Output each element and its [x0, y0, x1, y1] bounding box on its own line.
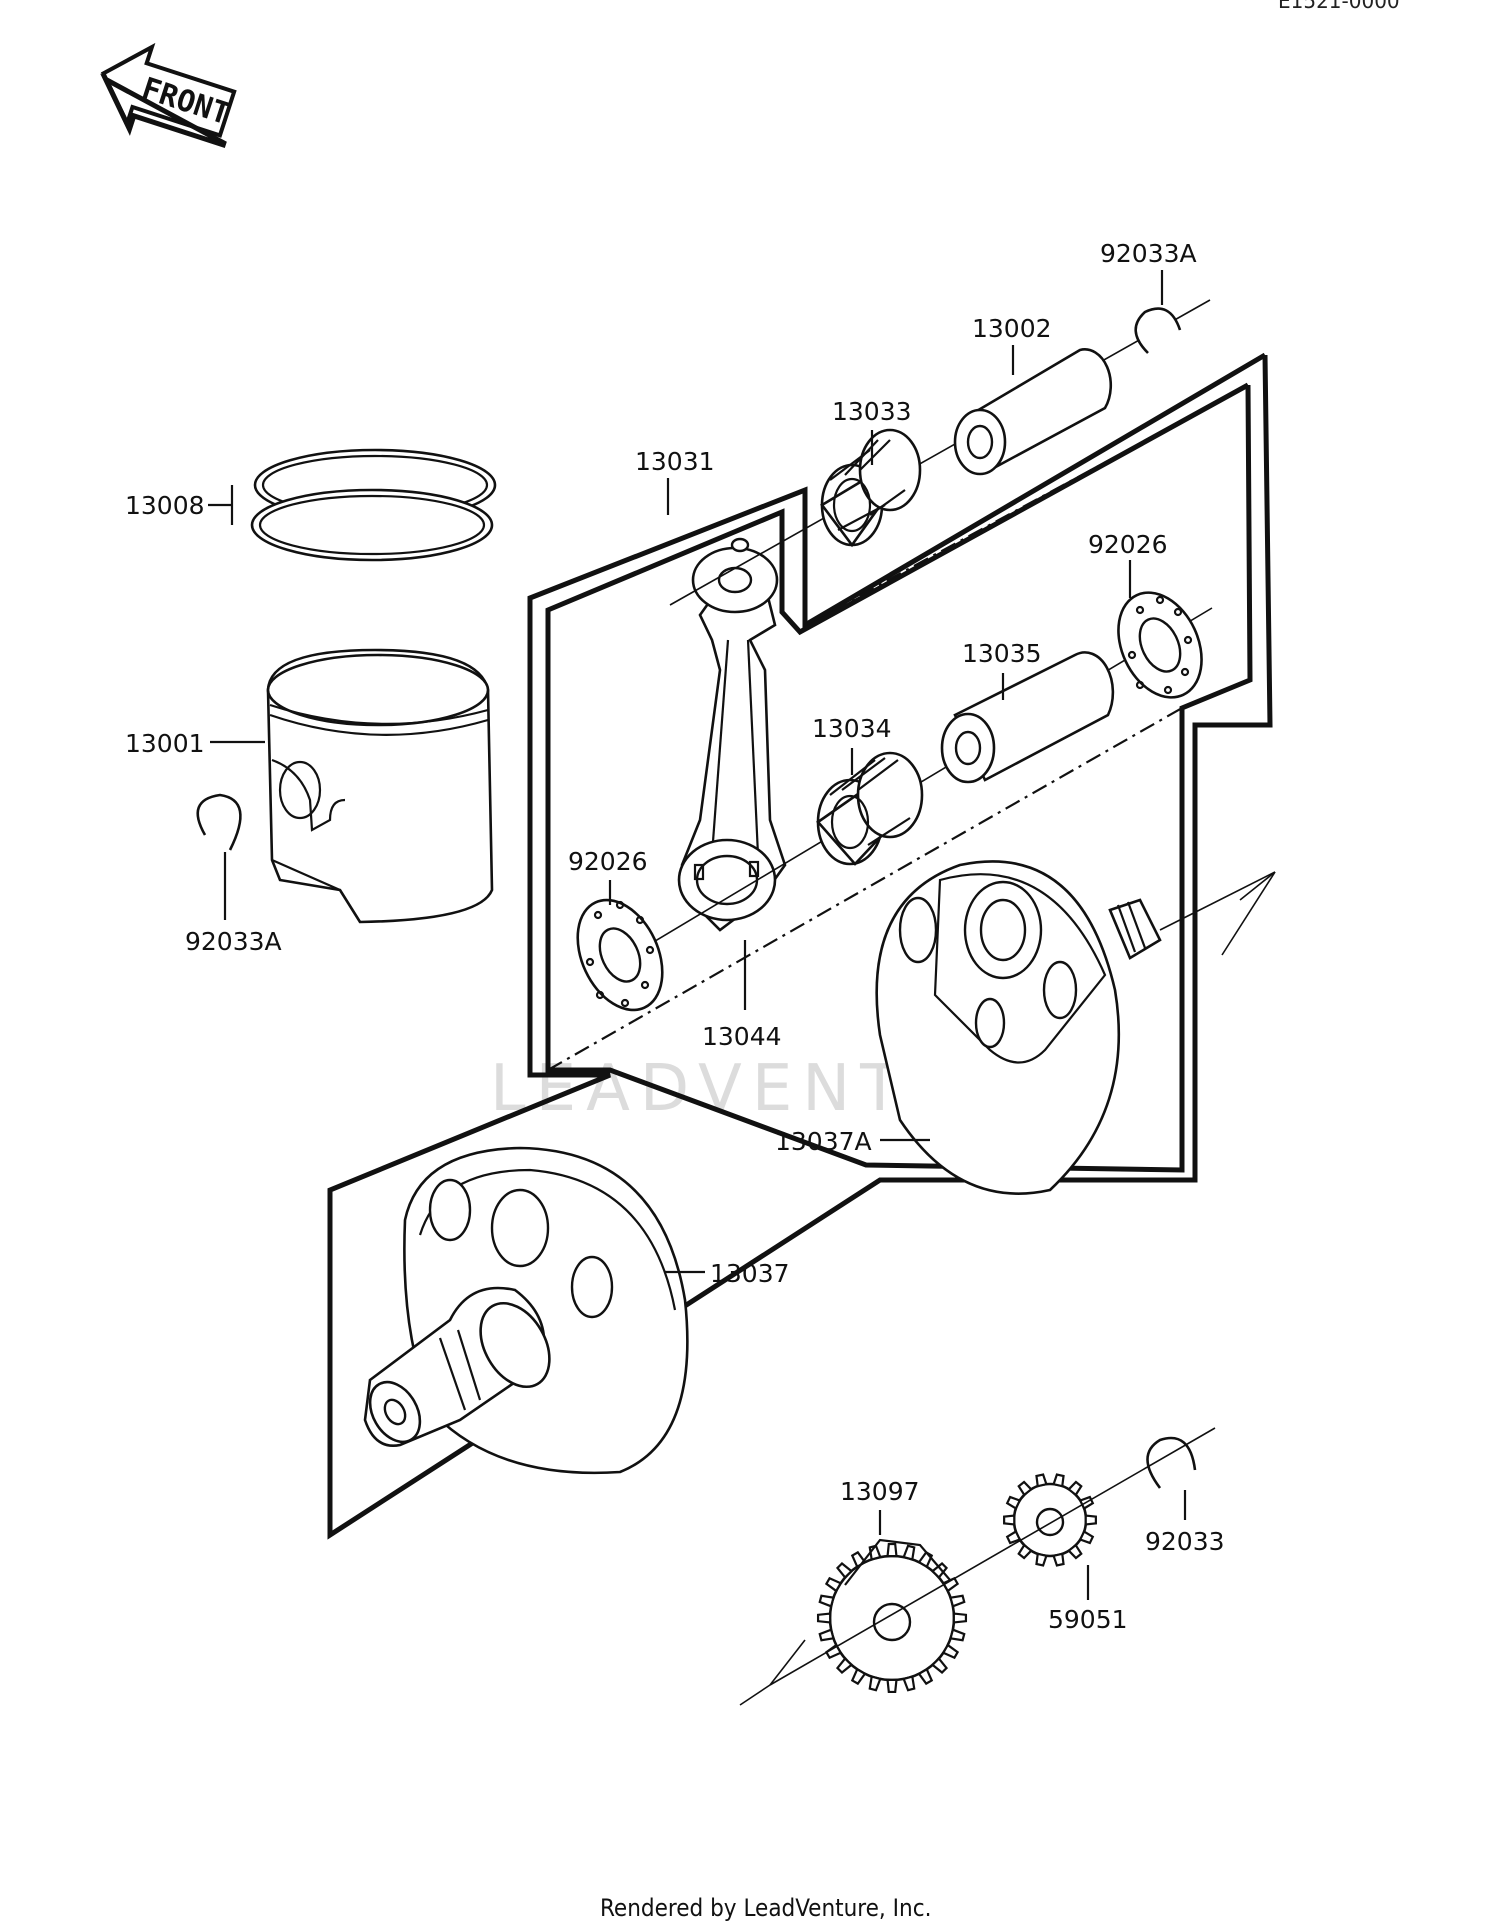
label-92033: 92033 [1145, 1527, 1225, 1556]
gear-tooth [1003, 1514, 1016, 1526]
gear-tooth [1017, 1480, 1033, 1497]
gear-tooth [1078, 1529, 1095, 1545]
sprocket [1003, 1473, 1097, 1567]
gear-tooth [917, 1667, 934, 1686]
gear-tooth [1005, 1529, 1022, 1545]
label-13035: 13035 [962, 639, 1042, 668]
piston [266, 648, 494, 924]
label-13037A: 13037A [775, 1127, 872, 1156]
connecting-rod [677, 537, 787, 932]
sprocket-teeth [1003, 1473, 1097, 1567]
crank-half-right [875, 860, 1162, 1195]
circlip-top [1134, 307, 1182, 354]
gear-tooth [816, 1612, 832, 1624]
label-92026-left: 92026 [568, 847, 648, 876]
gear-tooth [1035, 1552, 1048, 1567]
primary-gear [816, 1538, 968, 1694]
circlip-left [196, 793, 242, 851]
label-92033A-top: 92033A [1100, 239, 1197, 268]
gear-tooth [835, 1656, 854, 1675]
gear-tooth [886, 1678, 898, 1694]
gear-tooth [1067, 1543, 1083, 1560]
label-13008: 13008 [125, 491, 205, 520]
gear-tooth [1005, 1495, 1022, 1511]
connecting-rod-outline [545, 382, 1253, 1173]
thrust-washer-left [576, 898, 664, 1012]
gear-tooth [949, 1594, 966, 1608]
gear-tooth [1017, 1543, 1033, 1560]
crank-half-left [363, 1146, 689, 1475]
label-92026-right: 92026 [1088, 530, 1168, 559]
gear-tooth [917, 1550, 934, 1569]
gear-tooth [850, 1667, 867, 1686]
gear-tooth [868, 1675, 882, 1692]
label-13034: 13034 [812, 714, 892, 743]
gear-tooth [902, 1675, 916, 1692]
gear-tooth [835, 1561, 854, 1580]
needle-bearing-small-end [820, 428, 922, 548]
label-13044: 13044 [702, 1022, 782, 1051]
gear-tooth [1084, 1514, 1097, 1526]
crank-pin [940, 651, 1115, 784]
gear-tooth [930, 1656, 949, 1675]
gear-tooth [824, 1576, 843, 1593]
front-arrow-icon: FRONT [100, 42, 237, 149]
gear-tooth [949, 1628, 966, 1642]
label-59051: 59051 [1048, 1605, 1128, 1634]
thrust-washer-right [1117, 591, 1203, 699]
diagram-reference: E1521-0000 [1278, 0, 1400, 13]
piston-pin [953, 348, 1113, 476]
label-92033A-left: 92033A [185, 927, 282, 956]
needle-bearing-big-end [816, 751, 924, 866]
circlip-lower [1146, 1436, 1197, 1489]
gear-tooth [902, 1544, 916, 1561]
gear-tooth [1052, 1552, 1065, 1567]
label-13037: 13037 [710, 1259, 790, 1288]
label-13031: 13031 [635, 447, 715, 476]
gear-tooth [1052, 1473, 1065, 1488]
assembly-outline [327, 352, 1273, 1540]
gear-tooth [818, 1628, 835, 1642]
gear-tooth [1067, 1480, 1083, 1497]
gear-tooth [850, 1550, 867, 1569]
label-13033: 13033 [832, 397, 912, 426]
label-13001: 13001 [125, 729, 205, 758]
label-13002: 13002 [972, 314, 1052, 343]
gear-tooth [818, 1594, 835, 1608]
label-13097: 13097 [840, 1477, 920, 1506]
gear-tooth [1035, 1473, 1048, 1488]
gear-tooth [941, 1643, 960, 1660]
piston-rings [208, 448, 497, 562]
gear-teeth [816, 1542, 968, 1694]
gear-tooth [952, 1612, 968, 1624]
gear-tooth [886, 1542, 898, 1558]
credit-text: Rendered by LeadVenture, Inc. [600, 1894, 931, 1922]
